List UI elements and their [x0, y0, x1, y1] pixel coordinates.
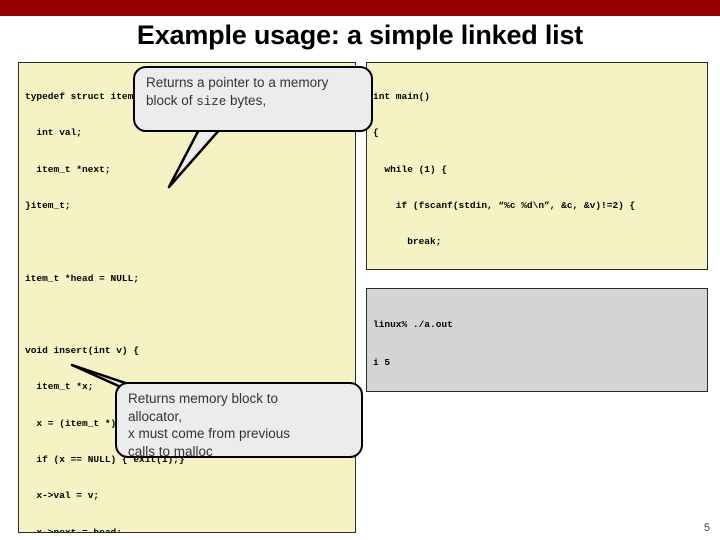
code-line: {	[373, 127, 379, 139]
callout-free-line-3: x must come from previous	[128, 426, 291, 441]
callout-text-fragment: block of	[146, 92, 197, 108]
code-line: item_t *next;	[25, 163, 111, 175]
callout-text-fragment: bytes,	[226, 92, 267, 108]
code-blank-line	[25, 309, 355, 321]
slide-accent-bar	[0, 0, 720, 16]
code-line: while (1) {	[373, 163, 448, 175]
callout-free-line-2: allocator,	[128, 408, 183, 424]
slide-number: 5	[703, 522, 710, 534]
page-title: Example usage: a simple linked list	[136, 20, 584, 50]
terminal-line: linux% ./a.out	[373, 318, 453, 330]
code-line: item_t *head = NULL;	[25, 272, 140, 284]
code-line: int val;	[25, 127, 83, 139]
code-line: }item_t;	[25, 200, 71, 212]
callout-free-line-4: calls to malloc	[128, 443, 213, 459]
code-line: if (fscanf(stdin, “%c %d\n”, &c, &v)!=2)…	[373, 200, 636, 212]
code-fragment: x = (item_t *)	[25, 417, 117, 429]
callout-malloc-line-2: block of size bytes,	[146, 92, 361, 112]
code-line: if (x == NULL) { exit(1);}	[25, 454, 185, 465]
callout-free: Returns memory block to allocator, x mus…	[115, 382, 363, 459]
code-line: int main()	[373, 91, 431, 103]
callout-code-size: size	[196, 94, 227, 109]
code-line: break;	[373, 236, 442, 248]
code-line: x->val = v;	[25, 490, 100, 502]
right-code-panel: int main() { while (1) { if (fscanf(stdi…	[366, 62, 708, 270]
terminal-line: i 5	[373, 356, 391, 368]
callout-malloc: Returns a pointer to a memory block of s…	[133, 66, 373, 132]
callout-free-line-1: Returns memory block to	[128, 391, 279, 406]
code-line: void insert(int v) {	[25, 345, 140, 357]
terminal-output-panel: linux% ./a.out i 5 i 10 i 20 d 20 q list…	[366, 288, 708, 392]
code-blank-line	[25, 236, 355, 248]
left-code-panel: typedef struct item { int val; item_t *n…	[18, 62, 356, 533]
callout-malloc-line-1: Returns a pointer to a memory	[146, 75, 329, 90]
code-line: x->next = head;	[25, 526, 122, 533]
